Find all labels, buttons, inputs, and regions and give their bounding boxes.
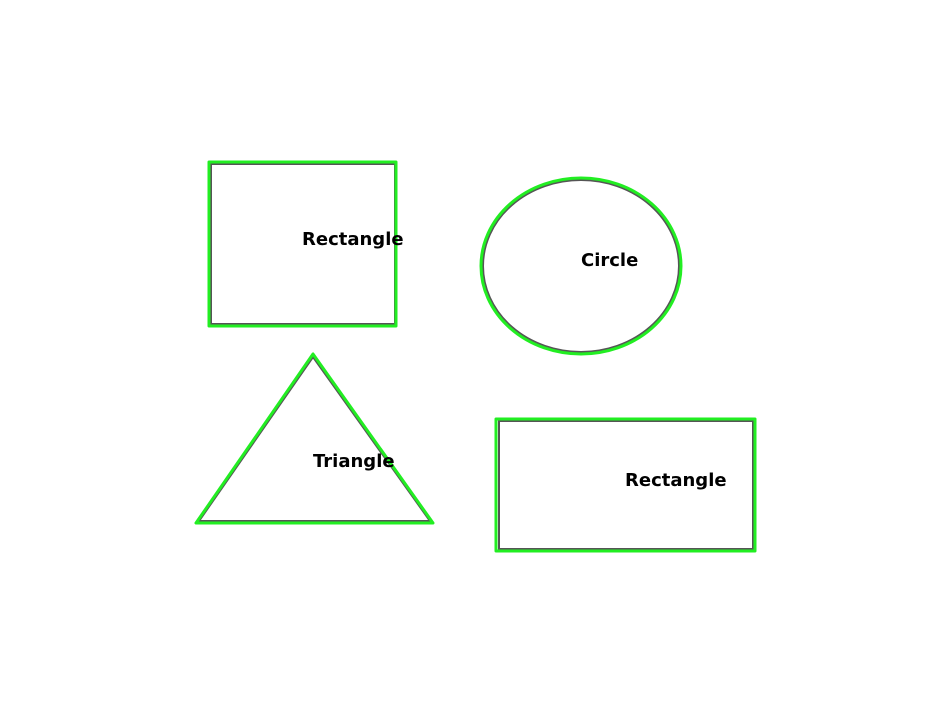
shape-circle: Circle [479,176,683,356]
triangle-contour [194,352,435,525]
triangle-outline [197,355,432,522]
shape-rectangle-top-left: Rectangle [207,160,404,328]
rectangle-bottom-right-contour [494,417,757,553]
circle-contour [479,176,683,356]
rectangle-bottom-right-outline [498,420,754,550]
shape-triangle: Triangle [194,352,435,525]
circle-label: Circle [581,250,638,271]
rectangle-top-left-contour [207,160,398,328]
rectangle-bottom-right-label: Rectangle [625,470,727,491]
triangle-label: Triangle [313,451,395,472]
circle-outline [482,179,680,353]
shape-rectangle-bottom-right: Rectangle [494,417,757,553]
rectangle-top-left-label: Rectangle [302,229,404,250]
